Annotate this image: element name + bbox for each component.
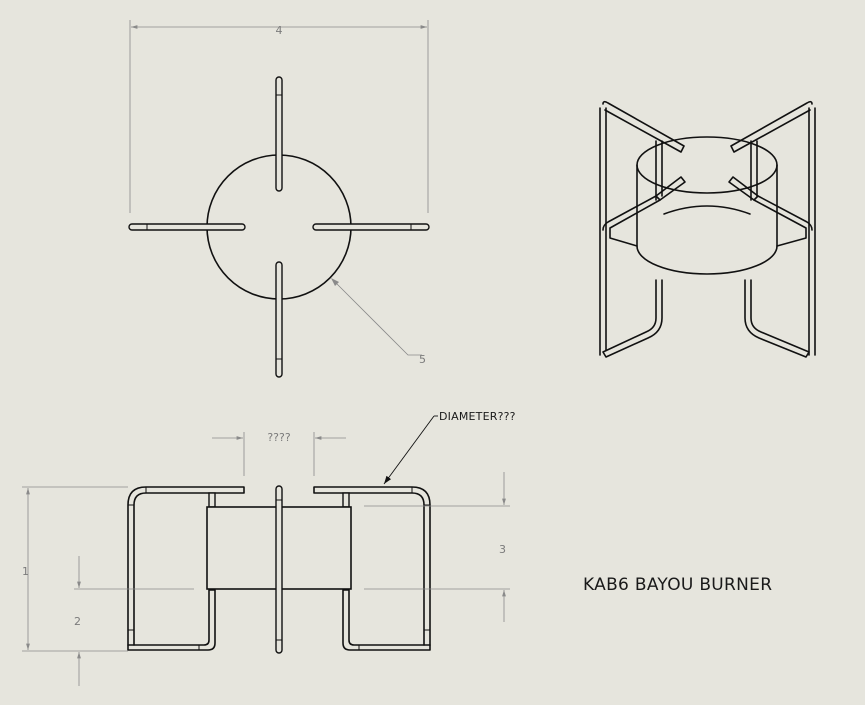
dim-side-height: 1	[22, 565, 29, 578]
dim-gap: ????	[267, 431, 291, 444]
dim-side-right: 3	[499, 543, 506, 556]
dim-side-lower: 2	[74, 615, 81, 628]
isometric-view	[599, 100, 816, 358]
dim-circle-balloon: 5	[419, 353, 426, 366]
arm-bottom	[275, 261, 283, 378]
diameter-callout: DIAMETER???	[439, 410, 516, 423]
drawing-title: KAB6 BAYOU BURNER	[583, 575, 772, 595]
arm-right	[312, 223, 430, 231]
dim-top-width: 4	[276, 24, 283, 37]
front-view: ???? DIAMETER??? 1	[22, 410, 516, 686]
center-arm	[275, 485, 283, 654]
top-view: 4 5	[128, 20, 430, 378]
arm-left	[128, 223, 246, 231]
arm-top	[275, 76, 283, 192]
